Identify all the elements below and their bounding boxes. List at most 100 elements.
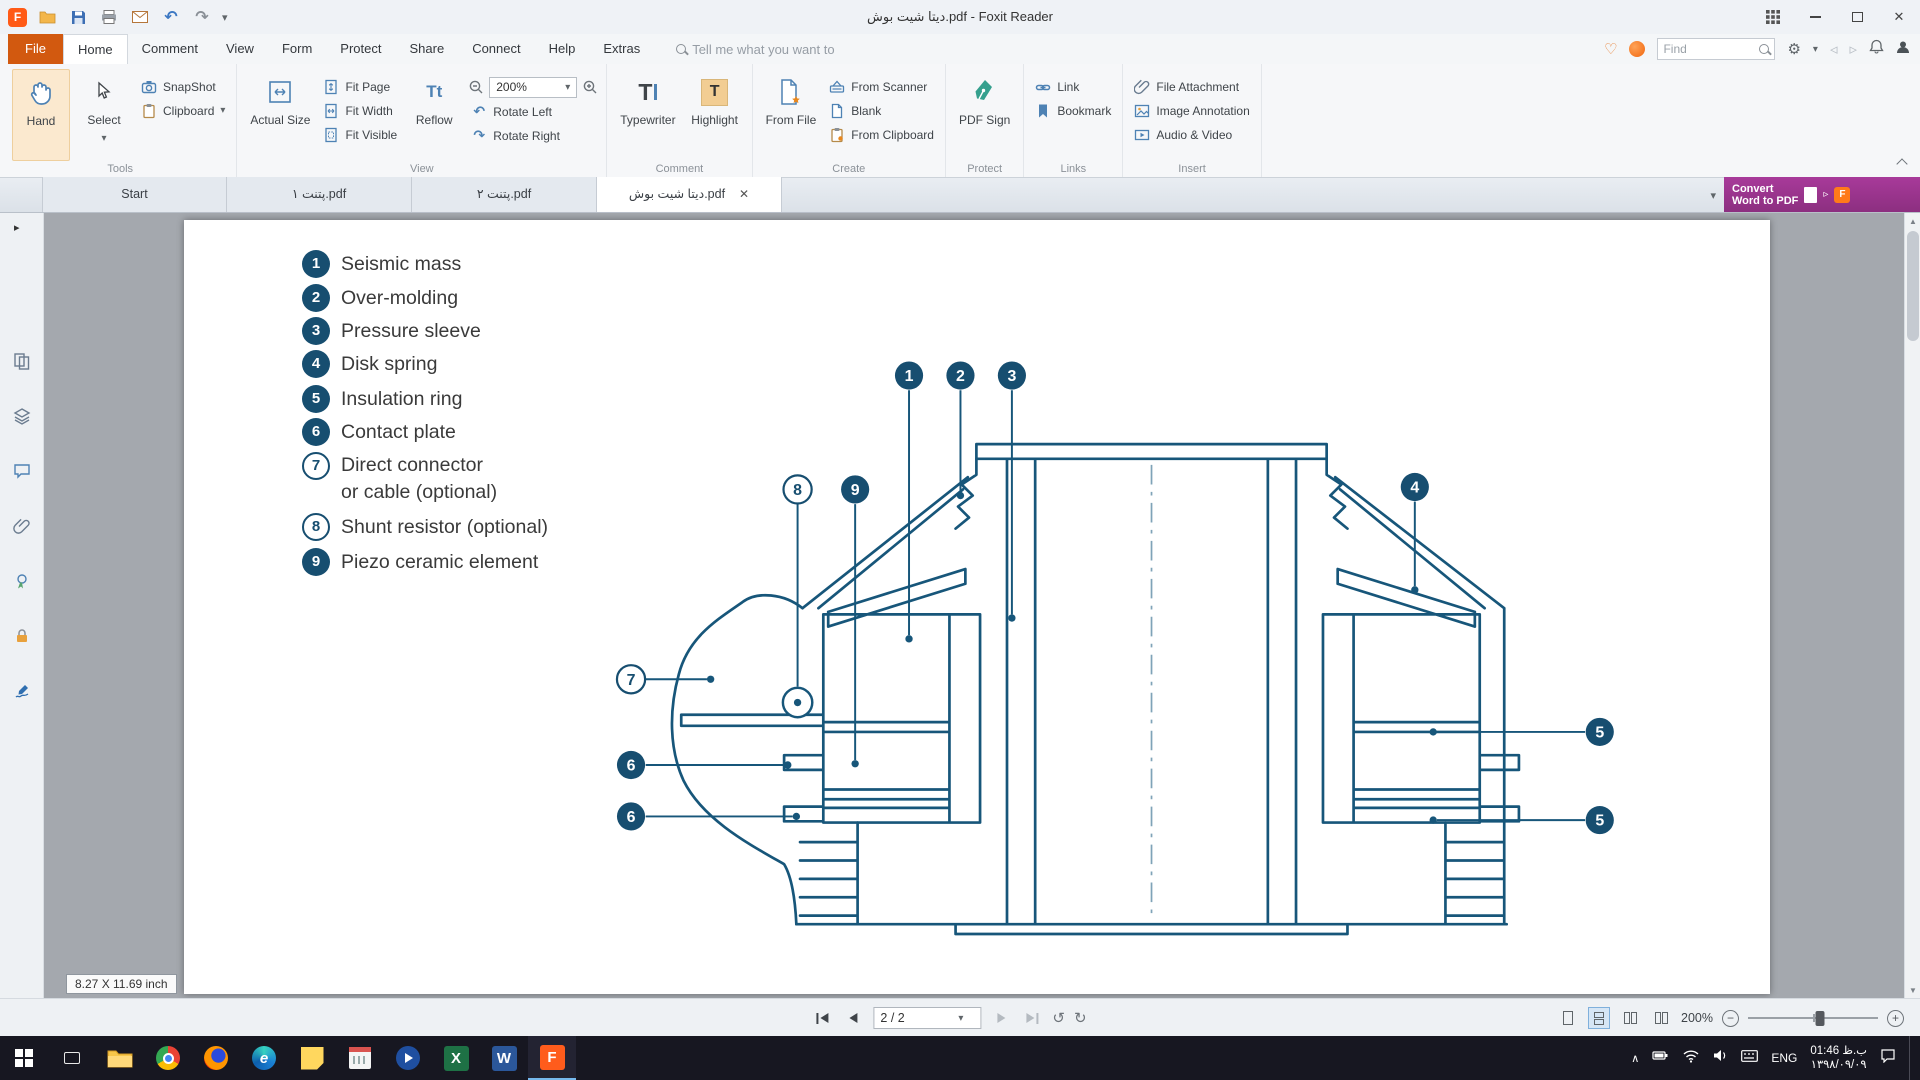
gear-icon[interactable]: ⚙ (1787, 40, 1800, 58)
menu-tab-home[interactable]: Home (63, 34, 128, 64)
clock[interactable]: 01:46 ب.ظ ١٣٩٨/٠٩/٠٩ (1810, 1044, 1867, 1072)
fit-width-button[interactable]: Fit Width (320, 100, 400, 121)
next-page-button[interactable] (990, 1007, 1012, 1029)
wifi-icon[interactable] (1682, 1048, 1700, 1068)
typewriter-button[interactable]: T Typewriter (615, 69, 680, 161)
reflow-button[interactable]: Tt Reflow (405, 69, 463, 161)
rotate-right-button[interactable]: ↷ Rotate Right (468, 125, 598, 146)
fit-page-button[interactable]: Fit Page (320, 76, 400, 97)
digital-signature-panel-icon[interactable] (0, 561, 44, 601)
open-file-icon[interactable] (36, 6, 58, 28)
menu-tab-connect[interactable]: Connect (458, 34, 534, 64)
single-page-view-icon[interactable] (1557, 1007, 1579, 1029)
zoom-combobox[interactable]: 200% ▾ (489, 77, 577, 98)
chrome-button[interactable] (144, 1036, 192, 1080)
menu-tab-protect[interactable]: Protect (326, 34, 395, 64)
menu-tab-form[interactable]: Form (268, 34, 326, 64)
save-icon[interactable] (67, 6, 89, 28)
hand-signature-panel-icon[interactable] (0, 671, 44, 711)
edge-button[interactable]: e (240, 1036, 288, 1080)
battery-icon[interactable] (1652, 1048, 1669, 1068)
expand-panel-icon[interactable]: ▸ (14, 221, 20, 234)
bookmark-button[interactable]: Bookmark (1032, 100, 1114, 121)
tell-me-input[interactable] (692, 42, 882, 57)
hand-tool-button[interactable]: Hand (12, 69, 70, 161)
from-file-button[interactable]: From File (761, 69, 822, 161)
zoom-out-button[interactable]: − (1722, 1010, 1739, 1027)
page-number-box[interactable]: ▾ (873, 1007, 981, 1029)
comments-panel-icon[interactable] (0, 451, 44, 491)
continuous-facing-view-icon[interactable] (1650, 1007, 1672, 1029)
history-forward-icon[interactable]: ▹ (1849, 40, 1857, 58)
minimize-button[interactable] (1794, 0, 1836, 34)
language-indicator[interactable]: ENG (1771, 1051, 1797, 1065)
calendar-button[interactable] (336, 1036, 384, 1080)
tell-me-search[interactable] (676, 42, 882, 57)
collapse-ribbon-icon[interactable] (1896, 158, 1907, 169)
page-number-input[interactable] (880, 1011, 954, 1025)
media-player-button[interactable] (384, 1036, 432, 1080)
scroll-down-icon[interactable]: ▼ (1905, 982, 1920, 998)
tab-datasheet-active[interactable]: ديتا شيت بوش.pdf ✕ (597, 177, 782, 212)
word-button[interactable]: W (480, 1036, 528, 1080)
file-attachment-button[interactable]: File Attachment (1131, 76, 1252, 97)
scrollbar-thumb[interactable] (1907, 231, 1919, 341)
tab-list-caret[interactable]: ▾ (1702, 189, 1724, 202)
page-thumbnails-icon[interactable] (0, 341, 44, 381)
file-explorer-button[interactable] (96, 1036, 144, 1080)
scroll-up-icon[interactable]: ▲ (1905, 213, 1920, 229)
redo-icon[interactable]: ↷ (191, 6, 213, 28)
undo-icon[interactable]: ↶ (160, 6, 182, 28)
start-button[interactable] (0, 1036, 48, 1080)
find-box[interactable] (1657, 38, 1775, 60)
image-annotation-button[interactable]: Image Annotation (1131, 100, 1252, 121)
menu-tab-view[interactable]: View (212, 34, 268, 64)
zoom-in-icon[interactable] (582, 79, 598, 95)
menu-tab-share[interactable]: Share (395, 34, 458, 64)
zoom-in-button[interactable]: + (1887, 1010, 1904, 1027)
menu-tab-comment[interactable]: Comment (128, 34, 212, 64)
fit-visible-button[interactable]: Fit Visible (320, 124, 400, 145)
layers-icon[interactable] (0, 396, 44, 436)
history-back-icon[interactable]: ◃ (1830, 40, 1838, 58)
select-tool-button[interactable]: Select ▾ (75, 69, 133, 161)
tab-patent-2[interactable]: پتنت ٢.pdf (412, 177, 597, 212)
task-view-button[interactable] (48, 1036, 96, 1080)
previous-view-icon[interactable]: ↺ (1052, 1009, 1065, 1027)
menu-tab-help[interactable]: Help (535, 34, 590, 64)
from-scanner-button[interactable]: From Scanner (826, 76, 937, 97)
hidden-icons-chevron[interactable]: ∧ (1631, 1052, 1639, 1065)
gear-caret[interactable]: ▾ (1813, 44, 1818, 55)
layout-grid-button[interactable] (1752, 0, 1794, 34)
facing-view-icon[interactable] (1619, 1007, 1641, 1029)
rotate-left-button[interactable]: ↶ Rotate Left (468, 101, 598, 122)
highlight-button[interactable]: T Highlight (686, 69, 744, 161)
first-page-button[interactable] (811, 1007, 833, 1029)
tab-close-icon[interactable]: ✕ (739, 177, 749, 212)
excel-button[interactable]: X (432, 1036, 480, 1080)
customize-toolbar-caret[interactable]: ▾ (222, 11, 228, 24)
zoom-slider[interactable] (1748, 1008, 1878, 1028)
actual-size-button[interactable]: Actual Size (245, 69, 315, 161)
menu-tab-extras[interactable]: Extras (589, 34, 654, 64)
print-icon[interactable] (98, 6, 120, 28)
continuous-view-icon[interactable] (1588, 1007, 1610, 1029)
foxit-app-icon[interactable]: F (8, 8, 27, 27)
email-icon[interactable] (129, 6, 151, 28)
maximize-button[interactable] (1836, 0, 1878, 34)
attachments-panel-icon[interactable] (0, 506, 44, 546)
heart-icon[interactable]: ♡ (1604, 40, 1617, 58)
pdf-sign-button[interactable]: PDF Sign (954, 69, 1015, 161)
notification-center-icon[interactable] (1880, 1048, 1896, 1068)
clipboard-button[interactable]: Clipboard ▾ (138, 100, 228, 121)
snapshot-button[interactable]: SnapShot (138, 76, 228, 97)
show-desktop-button[interactable] (1909, 1036, 1916, 1080)
tab-patent-1[interactable]: پتنت ١.pdf (227, 177, 412, 212)
find-input[interactable] (1663, 42, 1755, 56)
vertical-scrollbar[interactable]: ▲ ▼ (1904, 213, 1920, 998)
last-page-button[interactable] (1021, 1007, 1043, 1029)
zoom-slider-handle[interactable] (1815, 1011, 1824, 1026)
next-view-icon[interactable]: ↻ (1074, 1009, 1087, 1027)
audio-video-button[interactable]: Audio & Video (1131, 124, 1252, 145)
user-account-icon[interactable] (1896, 40, 1910, 59)
